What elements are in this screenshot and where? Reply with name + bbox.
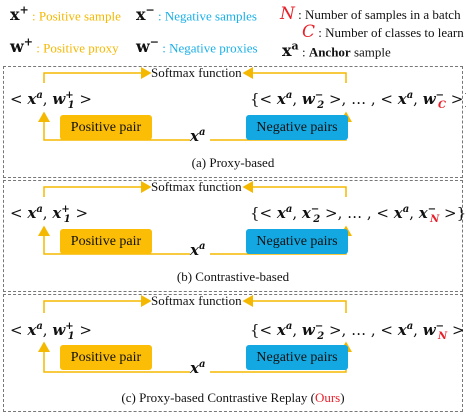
positive-pair-formula: < xa, w+1 > (10, 321, 92, 342)
anchor-arrow-left (38, 225, 190, 255)
panel-caption: (c) Proxy-based Contrastive Replay (Ours… (121, 390, 345, 405)
anchor-arrow-left (38, 111, 190, 141)
positive-pair-formula: < xa, w+1 > (10, 90, 92, 111)
panel-proxy-based: Softmax function < xa, w+1 > {< xa, w−2 … (3, 65, 466, 178)
anchor-symbol: xa (190, 359, 206, 377)
legend-num-classes: C : Number of classes to learn (302, 22, 464, 42)
softmax-arrow-left (43, 181, 152, 197)
positive-pair-box: Positive pair (60, 345, 152, 370)
positive-pair-box: Positive pair (60, 115, 152, 140)
negative-pairs-formula: {< xa, x−2 >, … , < xa, x−N >} (250, 204, 466, 225)
softmax-arrow-right (242, 181, 347, 197)
softmax-arrow-left (43, 295, 152, 313)
panel-caption: (a) Proxy-based (191, 155, 275, 170)
panel-contrastive-based: Softmax function < xa, x+1 > {< xa, x−2 … (3, 179, 466, 292)
negative-pairs-formula: {< xa, w−2 >, … , < xa, w−N >} (250, 321, 466, 342)
negative-pairs-box: Negative pairs (246, 345, 348, 370)
negative-pairs-box: Negative pairs (246, 229, 348, 254)
legend-anchor-sample: xa : Anchor sample (282, 40, 391, 61)
positive-pair-box: Positive pair (60, 229, 152, 254)
legend-positive-sample: x+ : Positive sample (10, 4, 121, 25)
legend: x+ : Positive sample x− : Negative sampl… (0, 0, 466, 62)
positive-pair-formula: < xa, x+1 > (10, 204, 89, 225)
panel-proxy-contrastive-replay: Softmax function < xa, w+1 > {< xa, w−2 … (3, 293, 466, 412)
negative-pairs-formula: {< xa, w−2 >, … , < xa, w−C >} (250, 90, 466, 111)
softmax-arrow-left (43, 67, 152, 83)
legend-negative-proxies: w− : Negative proxies (136, 36, 258, 57)
anchor-arrow-left (38, 341, 190, 373)
panel-caption: (b) Contrastive-based (176, 269, 290, 284)
legend-negative-samples: x− : Negative samples (136, 4, 257, 25)
legend-batch-size: N : Number of samples in a batch (280, 4, 461, 24)
negative-pairs-box: Negative pairs (246, 115, 348, 140)
softmax-arrow-right (242, 295, 347, 313)
softmax-label: Softmax function (151, 179, 242, 194)
softmax-arrow-right (242, 67, 347, 83)
softmax-label: Softmax function (151, 293, 242, 308)
anchor-symbol: xa (190, 241, 206, 259)
legend-positive-proxy: w+ : Positive proxy (10, 36, 119, 57)
softmax-label: Softmax function (151, 65, 242, 80)
anchor-symbol: xa (190, 127, 206, 145)
